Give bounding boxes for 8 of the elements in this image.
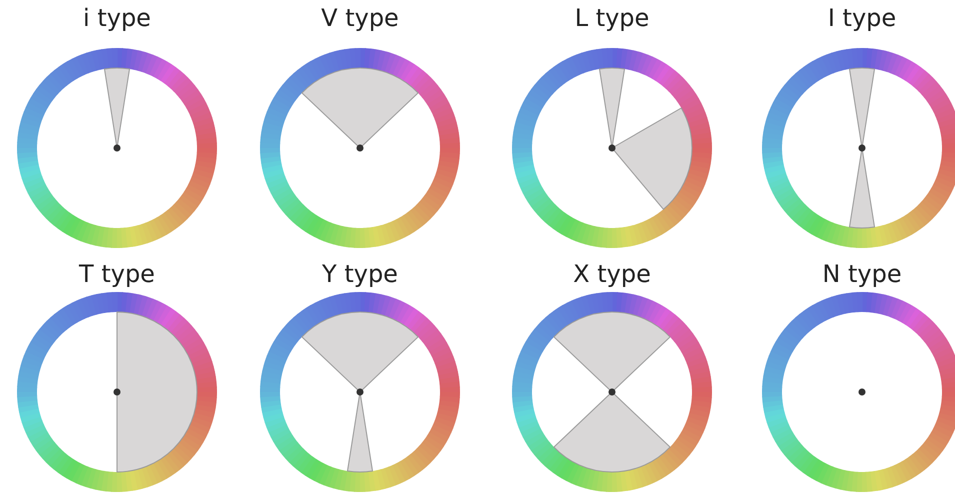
template-title: I type: [828, 4, 896, 32]
template-title: Y type: [322, 260, 398, 288]
template-title: L type: [574, 4, 650, 32]
template-title: T type: [79, 260, 155, 288]
template-title: X type: [573, 260, 651, 288]
template-title: V type: [321, 4, 399, 32]
template-title: N type: [822, 260, 902, 288]
template-title: i type: [83, 4, 151, 32]
